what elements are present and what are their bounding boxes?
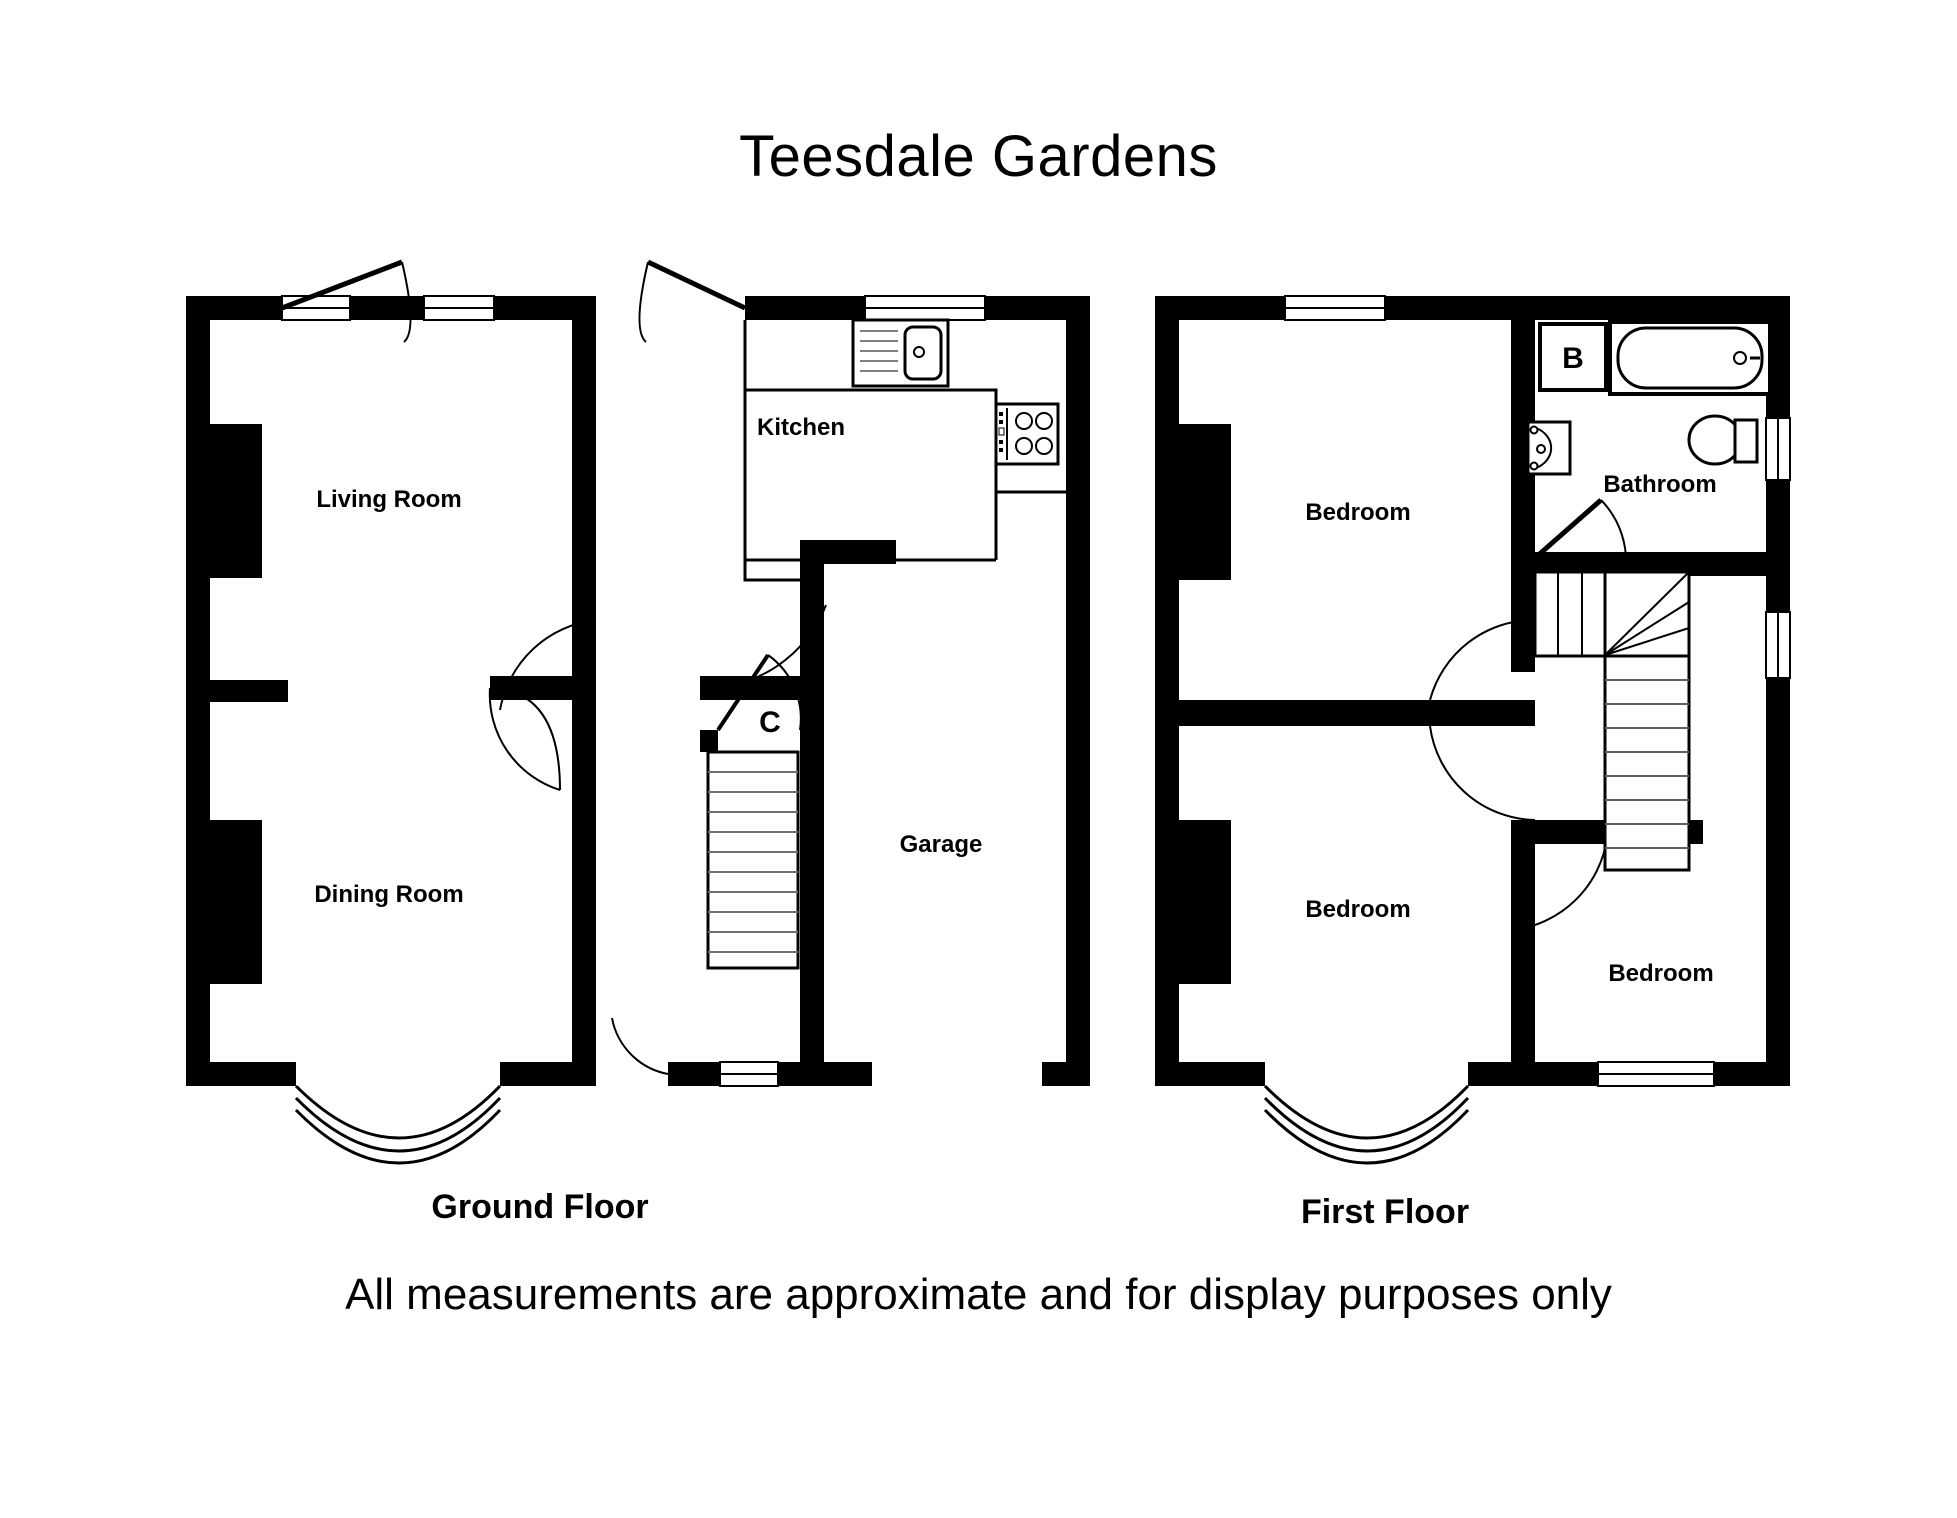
room-label-bedroom-rear: Bedroom: [1305, 896, 1410, 923]
bay-window-first: [1263, 1084, 1470, 1165]
staircase-ground: [706, 750, 800, 970]
kitchen-sink: [851, 318, 950, 388]
bath-tub: [1608, 320, 1772, 396]
wash-basin: [1526, 420, 1572, 476]
ground-floor-caption: Ground Floor: [431, 1188, 649, 1226]
room-label-bedroom-front: Bedroom: [1305, 499, 1410, 526]
room-label-living-room: Living Room: [316, 486, 461, 513]
first-internal-walls: [1155, 296, 1790, 1086]
bathroom-marker-label: B: [1562, 342, 1584, 375]
kitchen-counter: [743, 320, 1066, 582]
room-label-bedroom-third: Bedroom: [1608, 960, 1713, 987]
bathroom-marker-box: [1538, 322, 1608, 392]
toilet: [1687, 414, 1759, 466]
ground-doors: [281, 259, 827, 1075]
room-label-kitchen: Kitchen: [757, 414, 845, 441]
kitchen-hob: [994, 402, 1060, 466]
disclaimer-text: All measurements are approximate and for…: [345, 1270, 1612, 1319]
first-doors: [1429, 498, 1628, 931]
staircase-first: [1533, 570, 1691, 872]
page-title: Teesdale Gardens: [739, 124, 1218, 189]
room-label-garage: Garage: [900, 831, 983, 858]
cupboard-marker-label: C: [759, 706, 781, 739]
room-label-bathroom: Bathroom: [1603, 471, 1716, 498]
first-floor-caption: First Floor: [1300, 1193, 1470, 1231]
first-outer-walls: [1155, 296, 1790, 1086]
first-windows: [1284, 295, 1791, 1087]
room-label-dining-room: Dining Room: [314, 881, 463, 908]
bay-window-ground: [294, 1084, 502, 1165]
